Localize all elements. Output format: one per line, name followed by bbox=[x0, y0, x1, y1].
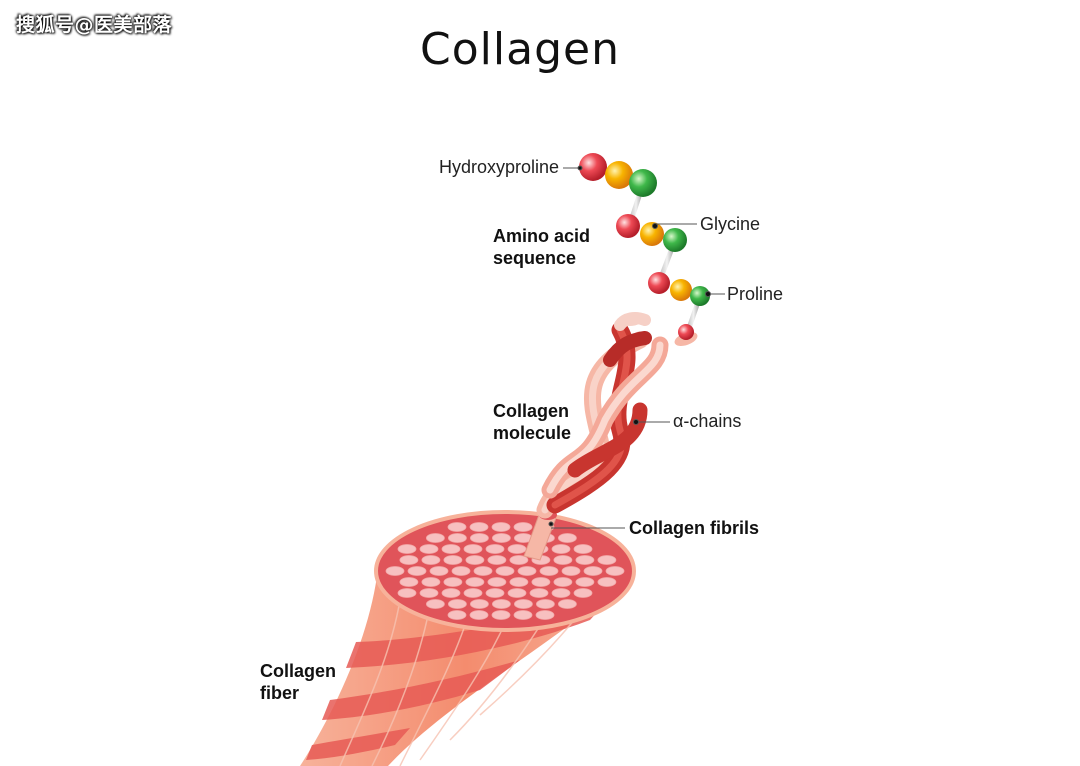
hydroxyproline-bead bbox=[648, 272, 670, 294]
fibril-end bbox=[561, 566, 581, 576]
fibril-end bbox=[495, 566, 515, 576]
fibril-end bbox=[583, 566, 603, 576]
label-collagen-fiber: Collagen fiber bbox=[260, 660, 336, 704]
fiber-cross-section bbox=[374, 510, 636, 632]
label-line: Collagen bbox=[493, 401, 570, 421]
fibril-end bbox=[491, 610, 511, 620]
label-line: molecule bbox=[493, 423, 572, 443]
fibril-end bbox=[419, 544, 439, 554]
fibril-end bbox=[509, 555, 529, 565]
fibril-end bbox=[397, 544, 417, 554]
fibril-end bbox=[553, 555, 573, 565]
fibril-end bbox=[463, 544, 483, 554]
label-line: fiber bbox=[260, 683, 300, 703]
fibril-end bbox=[447, 522, 467, 532]
fibril-end bbox=[597, 577, 617, 587]
fibril-end bbox=[421, 555, 441, 565]
fibril-end bbox=[536, 599, 555, 609]
label-collagen-fibrils: Collagen fibrils bbox=[629, 518, 760, 538]
fibril-end bbox=[399, 555, 419, 565]
fibril-end bbox=[539, 566, 559, 576]
fibril-end bbox=[491, 599, 511, 609]
fibril-end bbox=[573, 544, 593, 554]
fibril-end bbox=[553, 577, 573, 587]
watermark-text: 搜狐号@医美部落 bbox=[16, 14, 173, 36]
fibril-end bbox=[385, 566, 405, 576]
glycine-bead bbox=[605, 161, 633, 189]
fibril-end bbox=[573, 588, 593, 598]
fibril-end bbox=[451, 566, 471, 576]
fibril-end bbox=[513, 610, 533, 620]
fibril-end bbox=[399, 577, 419, 587]
fibril-end bbox=[507, 544, 527, 554]
label-collagen-molecule: Collagen molecule bbox=[493, 400, 571, 444]
fibril-end bbox=[443, 577, 463, 587]
fibril-end bbox=[425, 533, 445, 543]
label-line: Amino acid bbox=[493, 226, 591, 246]
fibril-end bbox=[473, 566, 493, 576]
fibril-end bbox=[529, 588, 549, 598]
fibril-end bbox=[517, 566, 537, 576]
fibril-end bbox=[469, 522, 489, 532]
hydroxyproline-bead bbox=[579, 153, 607, 181]
fibril-end bbox=[487, 555, 507, 565]
diagram-title: Collagen bbox=[420, 24, 620, 75]
label-proline: Proline bbox=[727, 284, 784, 304]
amino-acid-chain bbox=[579, 153, 710, 340]
fibril-end bbox=[597, 555, 617, 565]
fibril-end bbox=[447, 610, 467, 620]
fibril-end bbox=[535, 610, 555, 620]
leader-lines bbox=[548, 165, 725, 529]
fibril-end bbox=[514, 599, 533, 609]
fibril-end bbox=[441, 588, 461, 598]
fibril-end bbox=[441, 544, 461, 554]
fibril-end bbox=[419, 588, 439, 598]
fibril-end bbox=[425, 599, 445, 609]
label-line: sequence bbox=[493, 248, 577, 268]
fibril-end bbox=[531, 577, 551, 587]
fibril-end bbox=[429, 566, 449, 576]
fibril-end bbox=[558, 599, 577, 609]
fibril-end bbox=[605, 566, 625, 576]
fibril-end bbox=[421, 577, 441, 587]
fibril-end bbox=[513, 522, 533, 532]
proline-bead bbox=[663, 228, 687, 252]
proline-bead bbox=[629, 169, 657, 197]
fibril-end bbox=[575, 555, 595, 565]
fibril-end bbox=[447, 533, 467, 543]
hydroxyproline-bead bbox=[616, 214, 640, 238]
fibril-end bbox=[575, 577, 595, 587]
fibril-end bbox=[465, 577, 485, 587]
fibril-end bbox=[558, 533, 577, 543]
label-alpha-chains: α-chains bbox=[673, 411, 742, 431]
fibril-end bbox=[443, 555, 463, 565]
fibril-end bbox=[463, 588, 483, 598]
fibril-end bbox=[507, 588, 527, 598]
fibril-end bbox=[509, 577, 529, 587]
hydroxyproline-bead bbox=[678, 324, 694, 340]
fibril-end bbox=[485, 588, 505, 598]
label-amino-acid-sequence: Amino acid sequence bbox=[493, 225, 590, 269]
proline-bead bbox=[690, 286, 710, 306]
fibril-end bbox=[551, 544, 571, 554]
glycine-bead bbox=[640, 222, 664, 246]
label-glycine: Glycine bbox=[700, 214, 761, 234]
fibril-end bbox=[397, 588, 417, 598]
collagen-molecule bbox=[536, 311, 698, 519]
fibril-end bbox=[469, 610, 489, 620]
label-line: Collagen bbox=[260, 661, 337, 681]
fibril-end bbox=[447, 599, 467, 609]
fibril-end bbox=[491, 533, 511, 543]
fibril-end bbox=[407, 566, 427, 576]
label-hydroxyproline: Hydroxyproline bbox=[439, 157, 560, 177]
fibril-end bbox=[469, 533, 489, 543]
fibril-end bbox=[487, 577, 507, 587]
fibril-end bbox=[551, 588, 571, 598]
glycine-bead bbox=[670, 279, 692, 301]
fibril-end bbox=[465, 555, 485, 565]
fibril-end bbox=[485, 544, 505, 554]
fibril-end bbox=[491, 522, 511, 532]
fibril-end bbox=[469, 599, 489, 609]
